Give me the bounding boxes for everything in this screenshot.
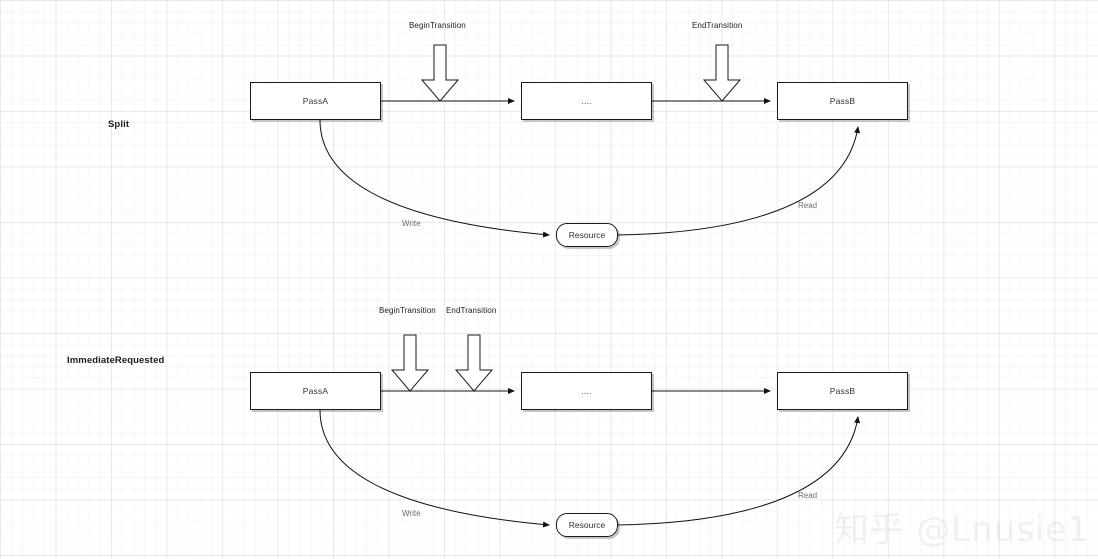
end-transition-arrow-2 bbox=[454, 334, 494, 392]
edge-resource-to-passB bbox=[617, 126, 861, 236]
node-middle[interactable]: .... bbox=[521, 82, 652, 120]
edge-passA-to-resource bbox=[319, 119, 550, 238]
node-middle-2-label: .... bbox=[581, 386, 592, 396]
begin-transition-arrow bbox=[420, 44, 460, 102]
node-resource-label: Resource bbox=[568, 230, 606, 240]
node-passB[interactable]: PassB bbox=[777, 82, 908, 120]
edge-label-read: Read bbox=[798, 201, 818, 210]
node-resource-2-label: Resource bbox=[568, 520, 606, 530]
end-transition-label: EndTransition bbox=[692, 21, 743, 30]
edge-passA2-to-resource2 bbox=[319, 409, 550, 528]
edge-label-write: Write bbox=[402, 219, 421, 228]
node-passA-2[interactable]: PassA bbox=[250, 372, 381, 410]
node-passB-label: PassB bbox=[829, 96, 856, 106]
begin-transition-label: BeginTransition bbox=[409, 21, 466, 30]
node-middle-label: .... bbox=[581, 96, 592, 106]
edge-resource2-to-passB2 bbox=[617, 416, 861, 526]
end-transition-arrow bbox=[702, 44, 742, 102]
watermark: 知乎 @Lnusie1 bbox=[834, 510, 1090, 550]
node-passA[interactable]: PassA bbox=[250, 82, 381, 120]
node-middle-2[interactable]: .... bbox=[521, 372, 652, 410]
node-passB-2-label: PassB bbox=[829, 386, 856, 396]
begin-transition-label-2: BeginTransition bbox=[379, 306, 436, 315]
node-passA-label: PassA bbox=[302, 96, 329, 106]
node-resource-2[interactable]: Resource bbox=[556, 513, 618, 537]
edge-label-read-2: Read bbox=[798, 491, 818, 500]
node-resource[interactable]: Resource bbox=[556, 223, 618, 247]
edge-label-write-2: Write bbox=[402, 509, 421, 518]
row-label-immediate-requested: ImmediateRequested bbox=[67, 355, 165, 366]
node-passB-2[interactable]: PassB bbox=[777, 372, 908, 410]
begin-transition-arrow-2 bbox=[390, 334, 430, 392]
row-label-split: Split bbox=[108, 119, 130, 130]
end-transition-label-2: EndTransition bbox=[446, 306, 497, 315]
node-passA-2-label: PassA bbox=[302, 386, 329, 396]
